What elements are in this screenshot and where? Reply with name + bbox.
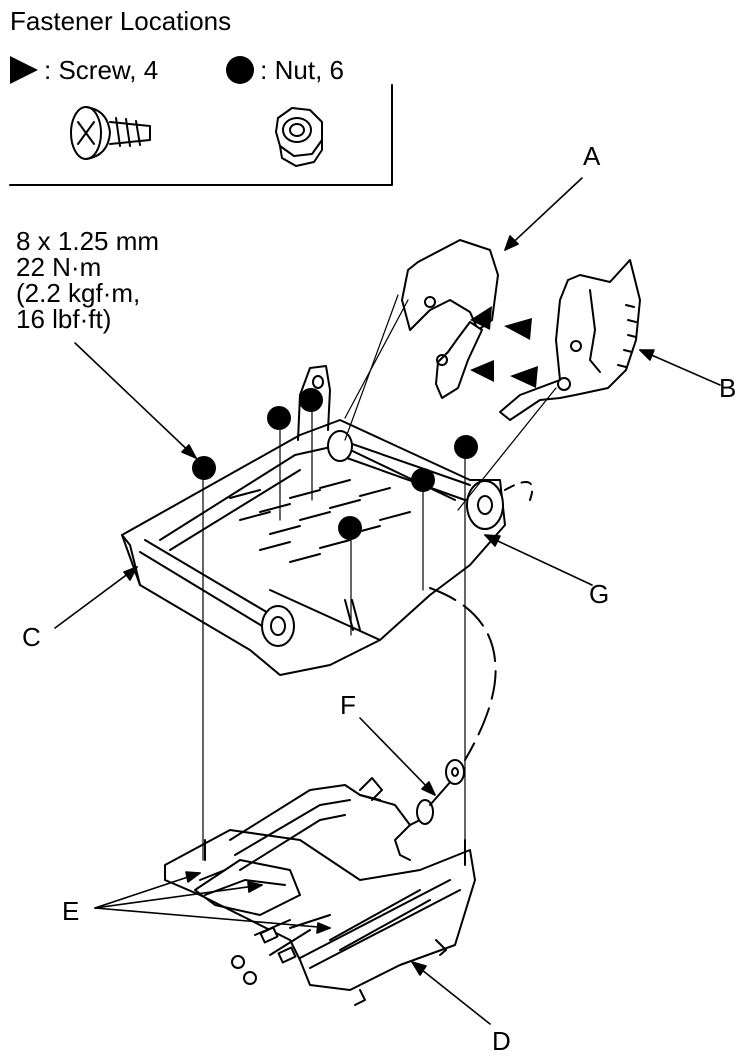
legend-row: : Screw, 4 : Nut, 6 [10,56,344,84]
nut-marker [192,456,216,480]
torque-spec: 8 x 1.25 mm 22 N·m (2.2 kgf·m, 16 lbf·ft… [16,228,159,332]
leader-lines [54,177,721,1025]
screw-marker [504,318,532,340]
callout-b: B [719,373,737,403]
seat-track-d [164,829,476,1006]
screw-legend-label: : Screw, 4 [44,55,159,85]
screw-marker [510,366,538,388]
callout-d: D [492,1026,511,1056]
nut-marker [299,388,323,412]
seat-cushion-frame [121,365,506,676]
recline-cover-b [499,259,641,421]
torque-spec-line3: (2.2 kgf·m, [16,278,141,308]
alignment-lines [202,294,557,861]
nut-legend-label: : Nut, 6 [260,55,344,85]
nut-illustration [275,107,323,167]
nut-markers [192,388,478,540]
callout-e: E [62,896,80,926]
nut-marker [267,406,291,430]
screw-marker [470,360,494,382]
legend-frame [9,84,393,186]
nut-marker [454,435,478,459]
nut-circle-icon [226,56,255,84]
torque-spec-line4: 16 lbf·ft) [16,304,112,334]
torque-spec-line1: 8 x 1.25 mm [16,226,160,256]
nut-marker [338,516,362,540]
screw-triangle-icon [10,56,38,84]
callout-g: G [589,579,610,609]
wiring-harness [194,759,465,985]
harness-routing-dashed [429,587,497,761]
callout-c: C [22,622,41,652]
screw-markers [470,306,538,388]
torque-spec-line2: 22 N·m [16,252,102,282]
harness-routing-dashed-2 [504,481,534,501]
screw-illustration [70,106,151,160]
legend-title: Fastener Locations [10,6,232,36]
callout-a: A [583,141,601,171]
nut-marker [411,468,435,492]
callout-f: F [340,690,356,720]
screw-marker [470,306,492,330]
recline-cover-a [401,239,499,399]
